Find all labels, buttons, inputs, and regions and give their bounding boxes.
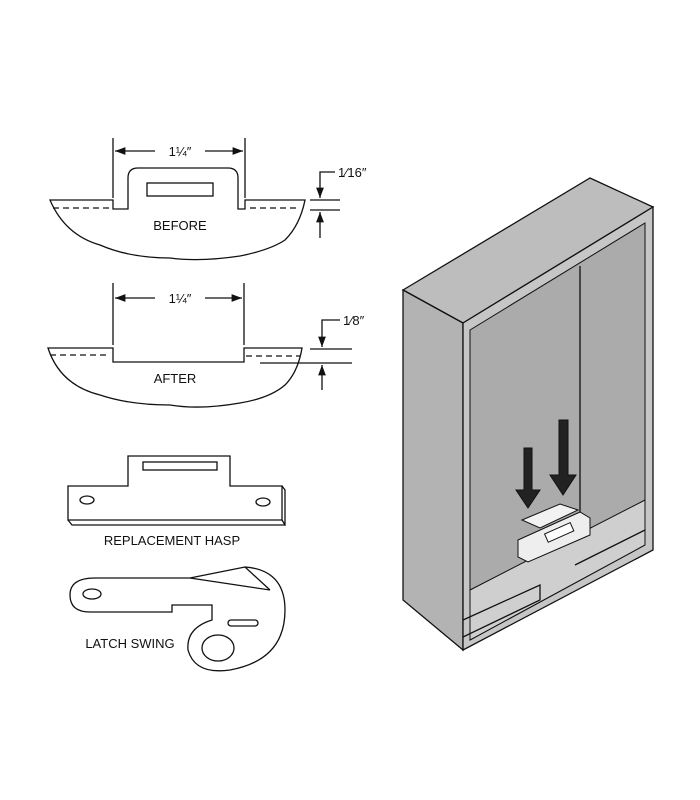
before-depth-label: 1⁄16″	[338, 165, 367, 180]
after-depth-label: 1⁄8″	[343, 313, 365, 328]
hasp-hole-left	[79, 495, 95, 505]
after-width-label: 1¼″	[169, 291, 192, 306]
hasp-slot	[142, 461, 218, 471]
before-surface	[49, 167, 306, 261]
down-arrow-icon	[549, 419, 577, 496]
latch-pivot-hole	[82, 588, 102, 600]
hasp-hole-right	[255, 497, 271, 507]
latch-round-hole	[201, 634, 235, 662]
cabinet-side	[402, 288, 464, 652]
hasp-slot	[146, 182, 214, 197]
latch-swing-label: LATCH SWING	[85, 636, 174, 651]
after-surface	[47, 347, 303, 408]
before-label: BEFORE	[153, 218, 207, 233]
latch-swing: LATCH SWING	[69, 566, 286, 672]
down-arrow-icon	[515, 447, 541, 509]
after-label: AFTER	[154, 371, 197, 386]
before-width-label: 1¼″	[169, 144, 192, 159]
replacement-hasp-label: REPLACEMENT HASP	[104, 533, 240, 548]
cabinet-latch	[517, 503, 591, 563]
after-diagram: 1¼″ 1⁄8″ AFTER	[47, 283, 365, 408]
latch-slot	[227, 619, 259, 627]
cabinet	[401, 177, 655, 652]
before-diagram: 1¼″ 1⁄16″ BEFORE	[49, 138, 367, 261]
replacement-hasp: REPLACEMENT HASP	[67, 455, 287, 548]
